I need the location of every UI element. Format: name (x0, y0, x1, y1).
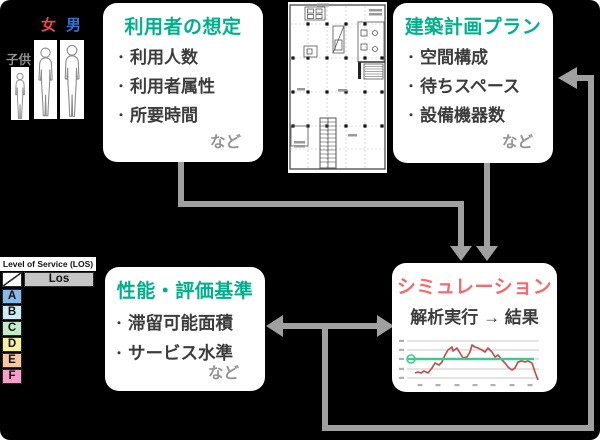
box-title: 建築計画プラン (404, 17, 542, 38)
item-label: 滞留可能面積 (128, 313, 234, 333)
arrowhead-left-bidir (266, 315, 283, 337)
list-item: ・滞留可能面積 (113, 308, 265, 338)
los-row-f: F (2, 369, 22, 384)
box-title: 性能・評価基準 (116, 281, 254, 302)
box-title: 利用者の想定 (124, 17, 242, 38)
arrowhead-feedback-to-plan (558, 67, 577, 89)
arrowhead-down-2 (476, 246, 498, 261)
los-row-b: B (2, 305, 22, 320)
bullet-list: ・利用人数 ・利用者属性 ・所要時間 (103, 43, 263, 130)
bullet-glyph: ・ (405, 108, 418, 122)
item-label: 所要時間 (130, 106, 199, 125)
male-figure (60, 40, 84, 119)
person-silhouette-icon (38, 47, 53, 117)
female-label: 女 (41, 17, 57, 34)
item-label: 待ちスペース (420, 77, 520, 96)
criteria-box: 性能・評価基準 ・滞留可能面積 ・サービス水準 など (105, 267, 265, 391)
etc-label: など (209, 134, 241, 151)
arrowhead-right-bidir (377, 315, 394, 337)
list-item: ・設備機器数 (405, 101, 553, 130)
item-label: サービス水準 (128, 343, 234, 363)
item-label: 利用者属性 (130, 77, 216, 96)
los-row-d: D (2, 337, 22, 352)
bullet-glyph: ・ (405, 79, 418, 93)
list-item: ・利用人数 (115, 43, 263, 72)
child-figure (11, 67, 29, 120)
building-plan-box: 建築計画プラン ・空間構成 ・待ちスペース ・設備機器数 など (393, 3, 553, 163)
list-item: ・所要時間 (115, 101, 263, 130)
person-silhouette-icon (15, 72, 25, 119)
list-item: ・利用者属性 (115, 72, 263, 101)
bullet-glyph: ・ (405, 50, 418, 64)
los-diagonal-cell (2, 272, 22, 287)
item-label: 利用人数 (130, 48, 199, 67)
arrow-feedback-loop (322, 75, 594, 431)
simulation-subtitle: 解析実行 → 結果 (410, 308, 539, 327)
male-label: 男 (66, 17, 82, 34)
list-item: ・サービス水準 (113, 338, 265, 368)
los-header-cell: Los (24, 272, 94, 287)
child-label: 子供 (6, 53, 32, 67)
female-figure (34, 40, 57, 119)
item-label: 設備機器数 (420, 106, 506, 125)
los-row-c: C (2, 321, 22, 336)
etc-label: など (501, 134, 533, 151)
los-row-a: A (2, 289, 22, 304)
bullet-list: ・滞留可能面積 ・サービス水準 (105, 308, 265, 368)
etc-label: など (207, 365, 239, 382)
list-item: ・空間構成 (405, 43, 553, 72)
item-label: 空間構成 (420, 48, 489, 67)
users-assumption-box: 利用者の想定 ・利用人数 ・利用者属性 ・所要時間 など (103, 3, 263, 162)
arrowhead-down-1 (450, 246, 472, 261)
bullet-glyph: ・ (115, 50, 128, 64)
result-chart (399, 339, 539, 387)
bullet-glyph: ・ (115, 79, 128, 93)
floor-plan-image (288, 2, 387, 173)
bullet-glyph: ・ (113, 316, 126, 330)
los-table-title: Level of Service (LOS) (0, 257, 96, 271)
bullet-list: ・空間構成 ・待ちスペース ・設備機器数 (393, 43, 553, 130)
arrow-users-to-simulation (178, 158, 464, 248)
bullet-glyph: ・ (113, 346, 126, 360)
box-title: シミュレーション (396, 277, 553, 298)
list-item: ・待ちスペース (405, 72, 553, 101)
los-row-e: E (2, 353, 22, 368)
person-silhouette-icon (64, 44, 80, 117)
bullet-glyph: ・ (115, 108, 128, 122)
simulation-box: シミュレーション 解析実行 → 結果 (392, 263, 557, 392)
